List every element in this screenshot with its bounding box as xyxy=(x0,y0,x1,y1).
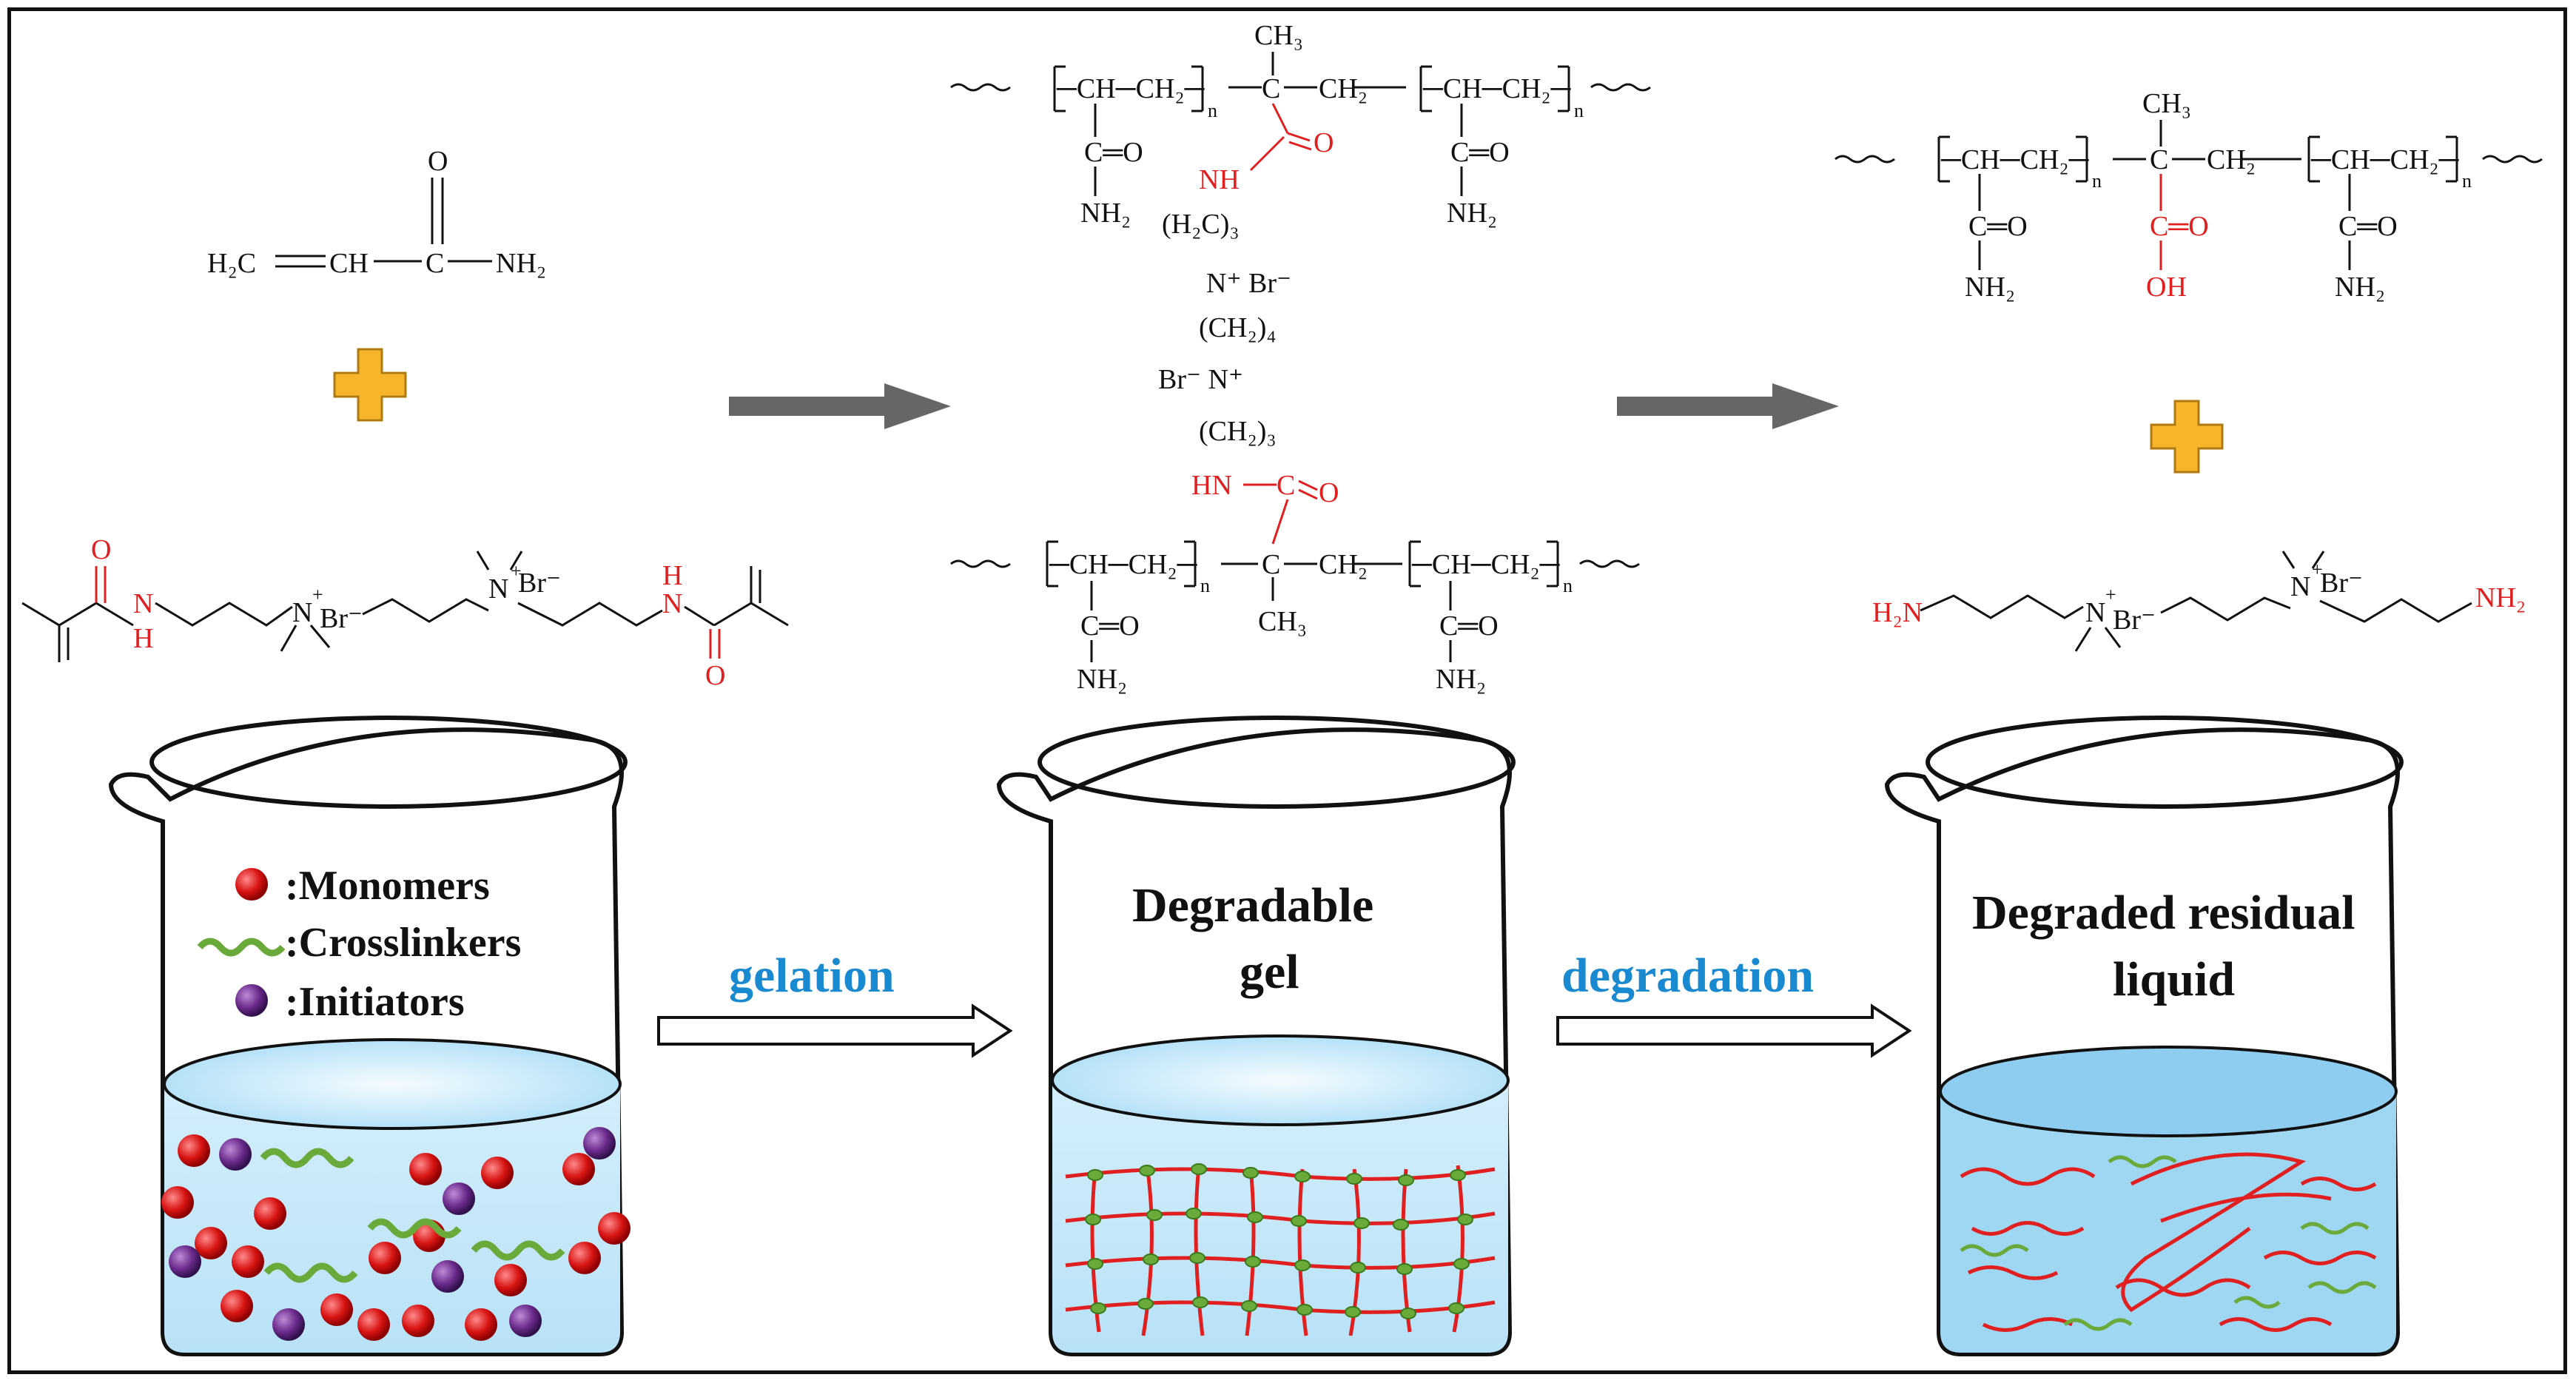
reaction-arrow-2 xyxy=(1617,383,1839,429)
cl-ammonium-2: N xyxy=(488,573,508,605)
gel-bridge-hn: HN xyxy=(1191,470,1232,501)
legend-crosslinkers: :Crosslinkers xyxy=(285,920,521,966)
gel-top-amide-1: C═O xyxy=(1084,137,1143,168)
cl-plus-1: + xyxy=(312,584,323,605)
degradation-step: degradation xyxy=(1556,949,1912,1058)
deg-amide-2: C═O xyxy=(2338,211,2398,242)
legend-initiators: :Initiators xyxy=(285,979,465,1025)
gel-top-amide-2: C═O xyxy=(1450,137,1510,168)
monomer-legend-swatch xyxy=(235,868,268,901)
deg-ch3: CH₃ xyxy=(2142,88,2191,119)
gel-bridge-nplus-1: N⁺ Br⁻ xyxy=(1206,268,1291,299)
deg-n-2: n xyxy=(2462,170,2472,192)
deg-oh: OH xyxy=(2146,272,2187,303)
gel-bridge-h2c3: (H₂C)₃ xyxy=(1162,209,1240,240)
deg-quaternary-c: C xyxy=(2150,144,2168,175)
cl-bromide-2: Br⁻ xyxy=(518,568,561,599)
acrylamide-structure: H₂C CH C O NH₂ xyxy=(207,146,546,279)
gel-top-ch3: CH₃ xyxy=(1254,20,1303,51)
gel-top-ch2: CH₂ xyxy=(1319,73,1368,104)
deg-amide-1: C═O xyxy=(1968,211,2028,242)
crosslinker-structure: O N H N + Br⁻ N + Br⁻ H N O xyxy=(21,534,789,691)
gel-bridge-o-bottom: O xyxy=(1319,477,1339,508)
gel-top-nh2-2: NH₂ xyxy=(1447,198,1497,229)
gel-label-line2: gel xyxy=(1240,945,1299,999)
degraded-polymer-structure: ─CH─CH₂─ n C CH₃ CH₂ ─CH─CH₂─ n C═O NH₂ … xyxy=(1835,88,2543,303)
gelation-step: gelation xyxy=(657,949,1013,1058)
initiator-legend-swatch xyxy=(235,984,268,1017)
dm-ammonium-2: N xyxy=(2290,571,2310,602)
gel-top-n-2: n xyxy=(1574,100,1584,121)
beaker-gel: Degradable gel xyxy=(996,716,1516,1356)
degraded-diamine-structure: H₂N N + Br⁻ N + Br⁻ NH₂ xyxy=(1872,551,2526,652)
liquid-label-line2: liquid xyxy=(2113,952,2235,1006)
deg-nh2-1: NH₂ xyxy=(1965,272,2015,303)
dm-ammonium-1: N xyxy=(2085,597,2105,628)
crosslinker-legend-swatch xyxy=(197,938,286,957)
cl-oxygen-right: O xyxy=(705,660,725,691)
gel-bottom-amide-1: C═O xyxy=(1080,610,1140,642)
gel-bridge-nplus-2: Br⁻ N⁺ xyxy=(1158,364,1243,395)
dm-h2n: H₂N xyxy=(1872,597,1923,628)
step-degradation-label: degradation xyxy=(1561,949,1814,1003)
gel-bridge-o-top: O xyxy=(1314,127,1334,158)
oxygen-label: O xyxy=(428,146,448,177)
gel-top-quaternary-c: C xyxy=(1262,73,1280,104)
gel-bridge-ch2-4: (CH₂)₄ xyxy=(1199,312,1277,343)
beaker-monomers: :Monomers :Crosslinkers :Initiators xyxy=(108,716,630,1356)
deg-unit-1: ─CH─CH₂─ xyxy=(1940,144,2090,175)
h2c-label: H₂C xyxy=(207,248,256,279)
cl-oxygen-left: O xyxy=(91,534,111,565)
gel-top-unit-2: ─CH─CH₂─ xyxy=(1422,73,1572,104)
gel-bridge-nh: NH xyxy=(1199,164,1240,195)
gel-label-line1: Degradable xyxy=(1132,878,1373,932)
reaction-arrow-1 xyxy=(729,383,951,429)
cl-h-left: H xyxy=(133,623,153,654)
ch-label: CH xyxy=(329,248,369,279)
plus-icon xyxy=(2150,400,2224,474)
dm-br-2: Br⁻ xyxy=(2320,568,2363,599)
gel-top-unit-1: ─CH─CH₂─ xyxy=(1056,73,1205,104)
gel-top-n-1: n xyxy=(1208,100,1217,121)
deg-nh2-2: NH₂ xyxy=(2335,272,2385,303)
gel-bottom-unit-2: ─CH─CH₂─ xyxy=(1411,549,1561,580)
gel-bottom-amide-2: C═O xyxy=(1439,610,1499,642)
nh2-label: NH₂ xyxy=(496,248,546,279)
gel-bridge-ch2-3: (CH₂)₃ xyxy=(1199,416,1277,447)
dm-nh2: NH₂ xyxy=(2475,582,2526,613)
deg-n-1: n xyxy=(2092,170,2102,192)
cl-h-right: H xyxy=(662,560,682,591)
carbonyl-c-label: C xyxy=(426,248,444,279)
gel-bottom-nh2-1: NH₂ xyxy=(1077,664,1127,695)
beaker-degraded-liquid: Degraded residual liquid xyxy=(1884,716,2404,1356)
liquid-label-line1: Degraded residual xyxy=(1972,886,2355,940)
gel-network-structure: ─CH─CH₂─ n C CH₃ CH₂ ─CH─CH₂─ n C═O NH₂ … xyxy=(950,20,1651,695)
gel-bottom-ch3: CH₃ xyxy=(1258,606,1307,637)
degraded-fragments xyxy=(1960,1152,2377,1332)
gel-bottom-nh2-2: NH₂ xyxy=(1436,664,1486,695)
gel-bottom-n-2: n xyxy=(1563,575,1573,596)
gel-top-nh2-1: NH₂ xyxy=(1080,198,1131,229)
gel-bottom-n-1: n xyxy=(1200,575,1210,596)
legend-monomers: :Monomers xyxy=(285,863,490,909)
figure-frame xyxy=(7,7,2567,1374)
gel-bridge-c-bottom: C xyxy=(1277,470,1295,501)
deg-carboxyl: C═O xyxy=(2150,211,2209,242)
cl-bromide-1: Br⁻ xyxy=(320,603,363,634)
cl-ammonium-1: N xyxy=(292,597,312,628)
dm-plus-1: + xyxy=(2105,584,2116,605)
gel-bottom-unit-1: ─CH─CH₂─ xyxy=(1049,549,1198,580)
cl-nitrogen-left: N xyxy=(133,588,153,619)
plus-icon xyxy=(333,348,407,422)
cl-nitrogen-right: N xyxy=(662,588,682,619)
step-gelation-label: gelation xyxy=(729,949,895,1003)
gel-bottom-quaternary-c: C xyxy=(1262,549,1280,580)
dm-br-1: Br⁻ xyxy=(2113,605,2156,636)
deg-unit-2: ─CH─CH₂─ xyxy=(2310,144,2460,175)
